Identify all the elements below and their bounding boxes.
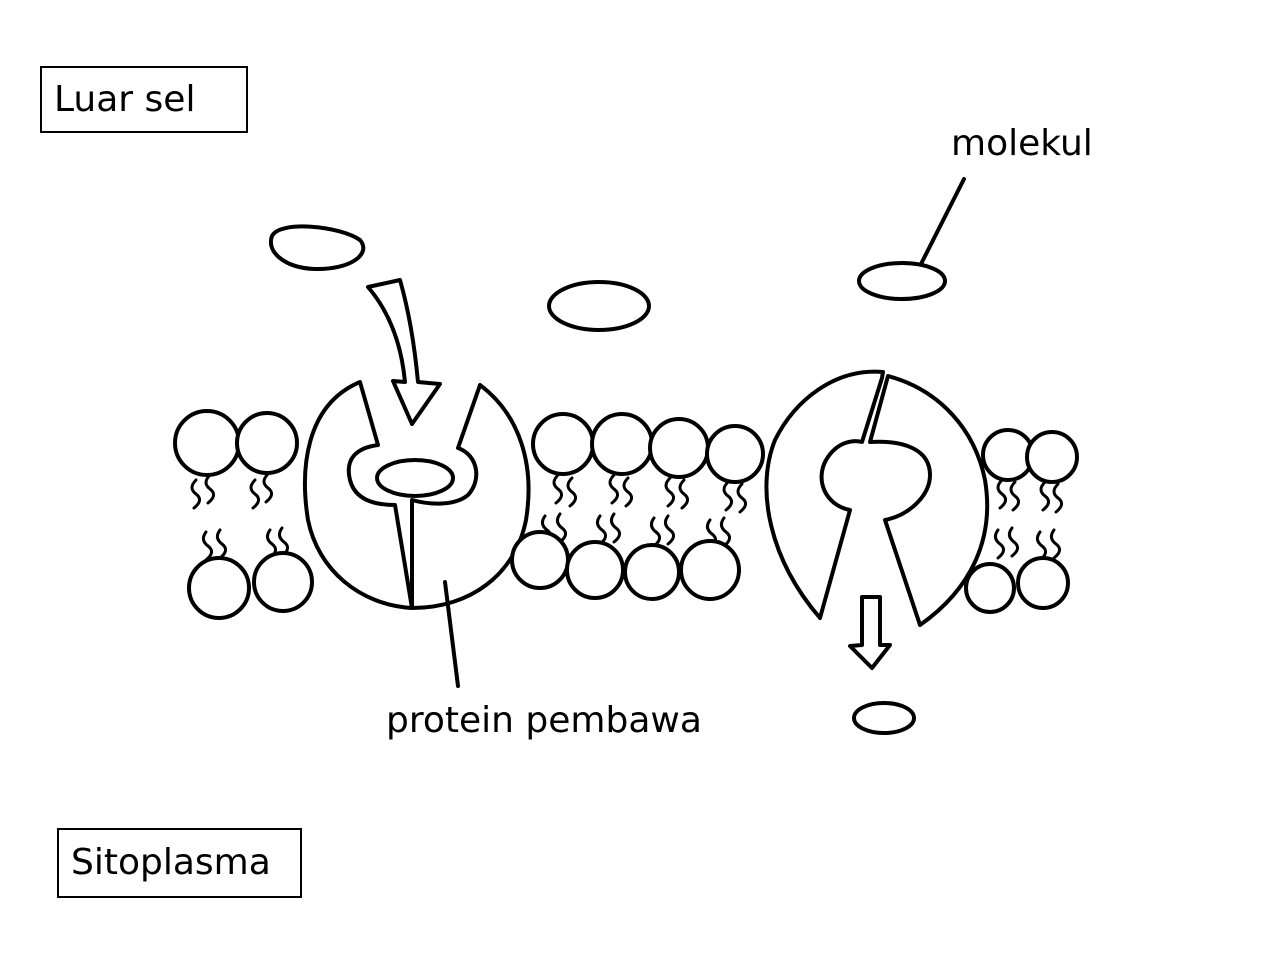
carrier-protein-label: protein pembawa <box>386 700 702 741</box>
molecule-outside-left <box>268 224 366 272</box>
phospholipid-right-group <box>964 428 1079 614</box>
exit-arrow <box>848 595 892 670</box>
molecule-released <box>852 701 916 735</box>
entry-arrow <box>366 278 442 426</box>
carrier-leader-line <box>443 580 460 688</box>
molecules-outside <box>268 224 947 332</box>
outside-cell-text: Luar sel <box>54 78 196 120</box>
molecule-outside-right <box>857 261 947 301</box>
phospholipid-left-group <box>173 409 314 620</box>
cytoplasm-label: Sitoplasma <box>57 828 302 898</box>
carrier-protein-left <box>303 380 531 610</box>
phospholipid-middle-group <box>510 412 765 601</box>
molecule-leader-line <box>919 177 966 266</box>
outside-cell-label: Luar sel <box>40 66 248 133</box>
cytoplasm-text: Sitoplasma <box>71 842 271 883</box>
molecule-in-carrier <box>375 458 455 498</box>
molecule-label: molekul <box>951 123 1093 164</box>
carrier-protein-right <box>764 369 990 627</box>
molecule-outside-middle <box>547 280 651 332</box>
